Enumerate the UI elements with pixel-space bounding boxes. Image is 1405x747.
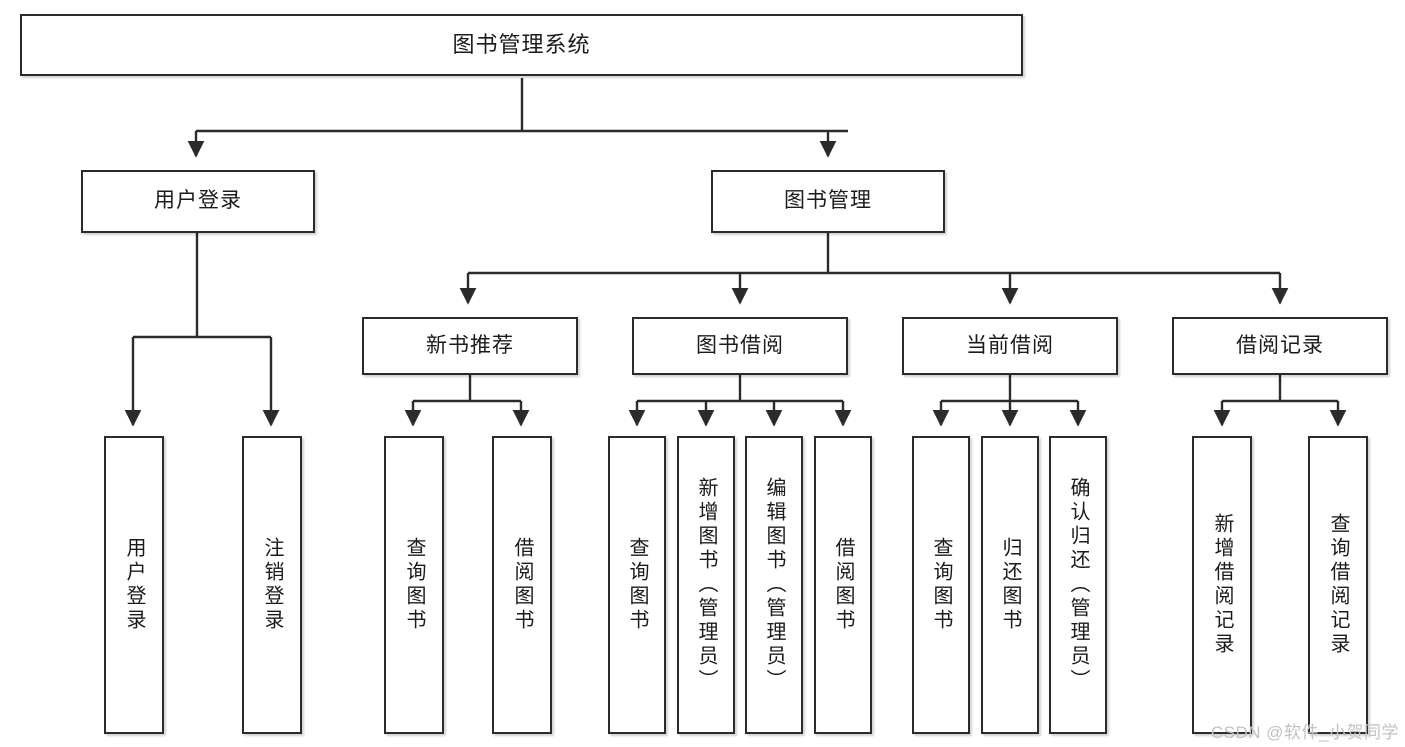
node-label: 确认归还（管理员） — [1067, 477, 1089, 693]
leaf-confirm-return-admin[interactable]: 确认归还（管理员） — [1049, 436, 1107, 734]
node-new-book-recommendation[interactable]: 新书推荐 — [362, 317, 578, 375]
leaf-borrow-books-new[interactable]: 借阅图书 — [492, 436, 552, 734]
node-label: 查询图书 — [403, 537, 425, 633]
leaf-query-borrow-record[interactable]: 查询借阅记录 — [1308, 436, 1368, 734]
node-label: 当前借阅 — [966, 333, 1054, 357]
node-label: 编辑图书（管理员） — [763, 477, 785, 693]
node-book-management[interactable]: 图书管理 — [711, 170, 945, 233]
leaf-query-books-borrow[interactable]: 查询图书 — [608, 436, 666, 734]
leaf-query-books-new[interactable]: 查询图书 — [384, 436, 444, 734]
node-root-system[interactable]: 图书管理系统 — [20, 14, 1023, 76]
node-label: 图书管理 — [784, 189, 872, 213]
leaf-add-book-admin[interactable]: 新增图书（管理员） — [677, 436, 735, 734]
leaf-user-login[interactable]: 用户登录 — [104, 436, 164, 734]
node-label: 归还图书 — [999, 537, 1021, 633]
watermark-text: CSDN @软件_小贺同学 — [1210, 723, 1399, 742]
leaf-query-books-current[interactable]: 查询图书 — [912, 436, 970, 734]
node-label: 借阅图书 — [511, 537, 533, 633]
node-label: 注销登录 — [261, 537, 283, 633]
leaf-logout[interactable]: 注销登录 — [242, 436, 302, 734]
node-label: 图书管理系统 — [452, 32, 591, 58]
node-label: 查询借阅记录 — [1327, 513, 1349, 657]
leaf-borrow-books[interactable]: 借阅图书 — [814, 436, 872, 734]
node-label: 用户登录 — [123, 537, 145, 633]
node-user-login[interactable]: 用户登录 — [81, 170, 315, 233]
leaf-return-books[interactable]: 归还图书 — [981, 436, 1039, 734]
node-label: 用户登录 — [154, 189, 242, 213]
node-book-borrow[interactable]: 图书借阅 — [632, 317, 848, 375]
node-label: 查询图书 — [930, 537, 952, 633]
node-label: 新增借阅记录 — [1211, 513, 1233, 657]
node-label: 查询图书 — [626, 537, 648, 633]
node-label: 借阅图书 — [832, 537, 854, 633]
node-label: 借阅记录 — [1236, 333, 1324, 357]
node-label: 图书借阅 — [696, 333, 784, 357]
node-current-borrow[interactable]: 当前借阅 — [902, 317, 1118, 375]
node-borrow-records[interactable]: 借阅记录 — [1172, 317, 1388, 375]
leaf-edit-book-admin[interactable]: 编辑图书（管理员） — [745, 436, 803, 734]
node-label: 新增图书（管理员） — [695, 477, 717, 693]
leaf-add-borrow-record[interactable]: 新增借阅记录 — [1192, 436, 1252, 734]
node-label: 新书推荐 — [426, 333, 514, 357]
